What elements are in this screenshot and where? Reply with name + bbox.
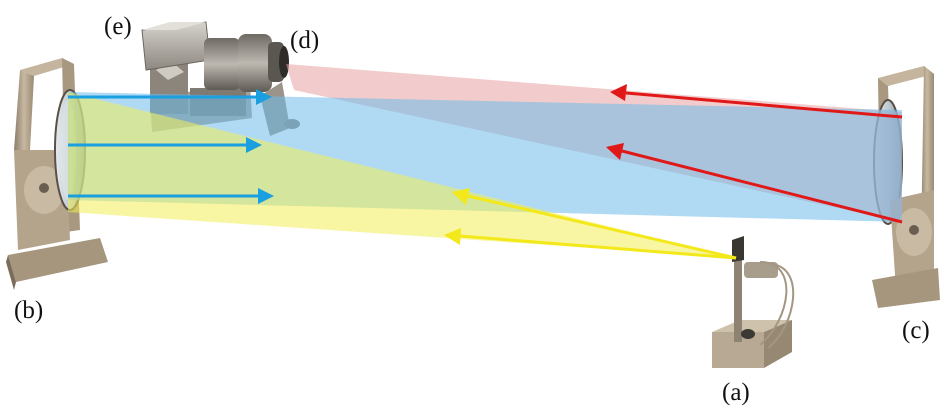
red-arrows (606, 84, 903, 224)
label-a: (a) (722, 379, 750, 406)
yellow-arrows (444, 188, 737, 260)
blue-arrows (68, 89, 274, 204)
label-c: (c) (902, 317, 930, 344)
yellow-beam (68, 92, 736, 258)
label-d: (d) (290, 27, 320, 54)
light-source-a (712, 236, 795, 368)
label-e: (e) (104, 13, 132, 40)
label-b: (b) (14, 297, 44, 324)
